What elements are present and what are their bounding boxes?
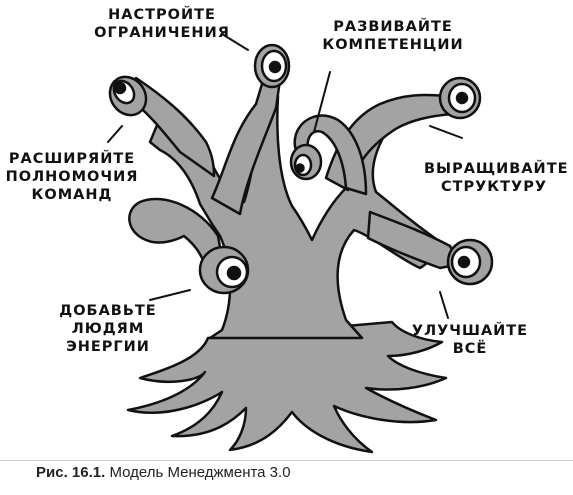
eye-energize <box>198 245 250 295</box>
pointer-develop <box>313 71 331 133</box>
figure-caption: Рис. 16.1. Модель Менеджмента 3.0 <box>36 464 291 481</box>
label-improve-everything: УЛУЧШАЙТЕ ВСЁ <box>411 323 529 357</box>
label-grow-structure: ВЫРАЩИВАЙТЕ СТРУКТУРУ <box>424 161 569 195</box>
label-energize-people: ДОБАВЬТЕ ЛЮДЯМ ЭНЕРГИИ <box>59 303 157 355</box>
tree-roots <box>126 320 448 454</box>
label-empower-teams: РАСШИРЯЙТЕ ПОЛНОМОЧИЯ КОМАНД <box>5 151 139 203</box>
label-develop-competencies: РАЗВИВАЙТЕ КОМПЕТЕНЦИИ <box>322 19 464 53</box>
label-set-limits: НАСТРОЙТЕ ОГРАНИЧЕНИЯ <box>94 7 230 41</box>
limb-empower <box>124 76 216 178</box>
eye-grow-structure <box>438 76 482 120</box>
eye-improve <box>446 238 494 286</box>
pointer-set-limits <box>221 33 249 51</box>
eye-develop <box>289 143 323 181</box>
eye-set-limits <box>253 43 291 89</box>
figure-title: Модель Менеджмента 3.0 <box>109 464 291 481</box>
figure-number: Рис. 16.1. <box>36 464 106 481</box>
pointer-empower <box>107 125 123 143</box>
eye-empower <box>108 75 148 117</box>
limb-energize <box>128 197 224 274</box>
pointer-energize <box>149 289 191 301</box>
pointer-improve <box>439 291 449 319</box>
caption-divider <box>0 460 573 461</box>
pointer-grow-structure <box>429 125 463 139</box>
